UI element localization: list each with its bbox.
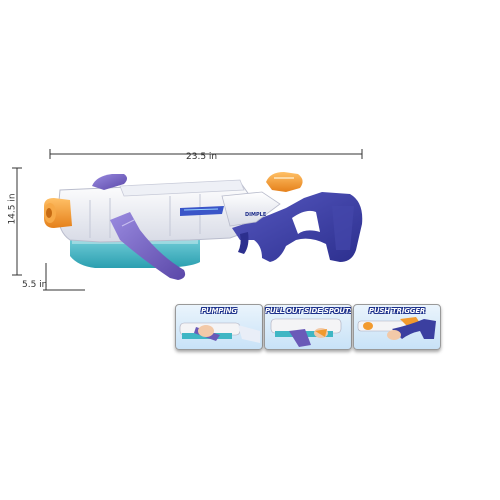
step-pull-out-side-spouts: PULL OUT SIDE SPOUTS [264, 304, 352, 350]
pumping-illustration [179, 322, 260, 343]
step-title: PUMPING [201, 307, 237, 315]
step-pumping: PUMPING [175, 304, 263, 350]
top-grip [92, 174, 127, 190]
trigger [238, 232, 249, 254]
step-title: PUSH TRIGGER [368, 307, 426, 315]
rear-cap [266, 172, 303, 192]
step-push-trigger: PUSH TRIGGER [353, 304, 441, 350]
step-title: PULL OUT SIDE SPOUTS [265, 307, 352, 315]
side-spout [110, 212, 186, 280]
depth-label: 5.5 in [22, 280, 48, 290]
side-spouts-illustration [270, 318, 342, 347]
brand-mark: DIMPLE [245, 212, 267, 218]
push-trigger-illustration [357, 317, 436, 340]
width-label: 23.5 in [186, 152, 218, 162]
